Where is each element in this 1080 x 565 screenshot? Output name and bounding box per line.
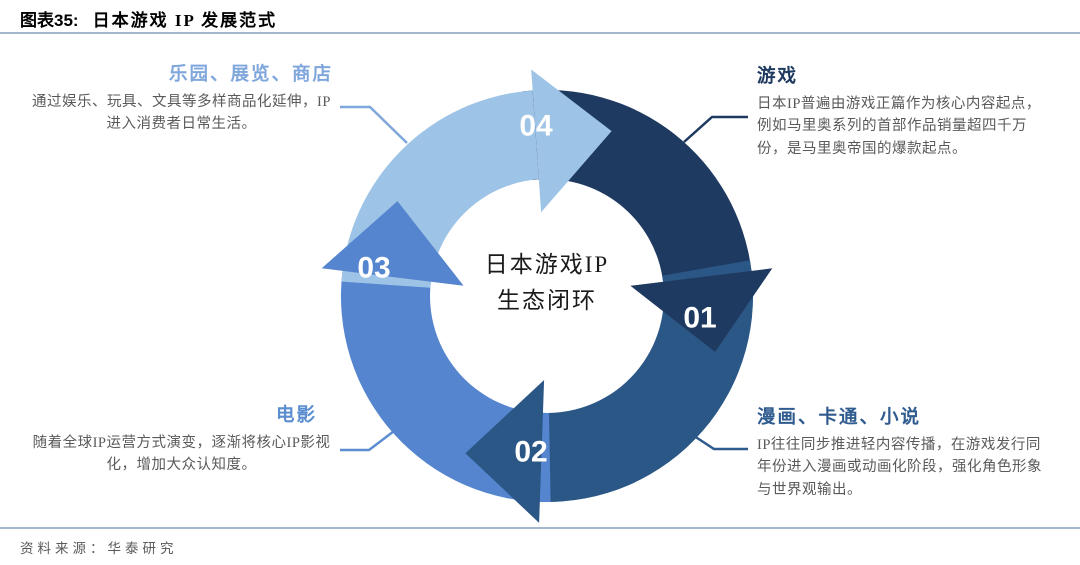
arrowhead-step1 <box>630 268 773 352</box>
footer-divider <box>0 527 1080 529</box>
connector-step1 <box>683 115 748 143</box>
step4-text-block: 乐园、展览、商店 通过娱乐、玩具、文具等多样商品化延伸，IP进入消费者日常生活。 <box>30 60 333 136</box>
step4-description: 通过娱乐、玩具、文具等多样商品化延伸，IP进入消费者日常生活。 <box>32 94 331 133</box>
center-caption-line2: 生态闭环 <box>497 287 597 313</box>
arrowhead-step3 <box>321 201 464 286</box>
connector-step2 <box>687 430 748 451</box>
step3-heading: 电影 <box>275 406 317 426</box>
step4-heading: 乐园、展览、商店 <box>168 65 333 85</box>
arrowhead-step2 <box>465 380 545 523</box>
step3-description: 随着全球IP运营方式演变，逐渐将核心IP影视化，增加大众认知度。 <box>32 435 331 474</box>
diagram-center-caption: 日本游戏IP 生态闭环 <box>447 247 647 318</box>
connector-step3 <box>340 427 399 452</box>
step2-text-block: 漫画、卡通、小说 IP往往同步推进轻内容传播，在游戏发行同年份进入漫画或动画化阶… <box>757 403 1049 501</box>
figure-header: 图表35: 日本游戏 IP 发展范式 <box>0 0 1080 33</box>
step1-description: 日本IP普遍由游戏正篇作为核心内容起点，例如马里奥系列的首部作品销量超四千万份，… <box>757 96 1041 157</box>
step-number-01: 01 <box>683 302 716 335</box>
source-note: 资料来源：华泰研究 <box>20 541 178 556</box>
step2-heading: 漫画、卡通、小说 <box>757 408 922 428</box>
figure-number: 图表35: <box>20 11 79 30</box>
step3-text-block: 电影 随着全球IP运营方式演变，逐渐将核心IP影视化，增加大众认知度。 <box>30 401 333 477</box>
figure-title: 日本游戏 IP 发展范式 <box>92 11 278 30</box>
connector-step4 <box>340 105 408 144</box>
arrowhead-step4 <box>531 69 612 213</box>
step-number-02: 02 <box>514 436 547 469</box>
step1-text-block: 游戏 日本IP普遍由游戏正篇作为核心内容起点，例如马里奥系列的首部作品销量超四千… <box>757 62 1049 160</box>
step2-description: IP往往同步推进轻内容传播，在游戏发行同年份进入漫画或动画化阶段，强化角色形象与… <box>757 437 1042 498</box>
step-number-04: 04 <box>519 110 553 143</box>
step1-heading: 游戏 <box>757 67 799 87</box>
center-caption-line1: 日本游戏IP <box>484 252 610 277</box>
header-divider <box>0 32 1080 34</box>
step-number-03: 03 <box>357 252 390 285</box>
